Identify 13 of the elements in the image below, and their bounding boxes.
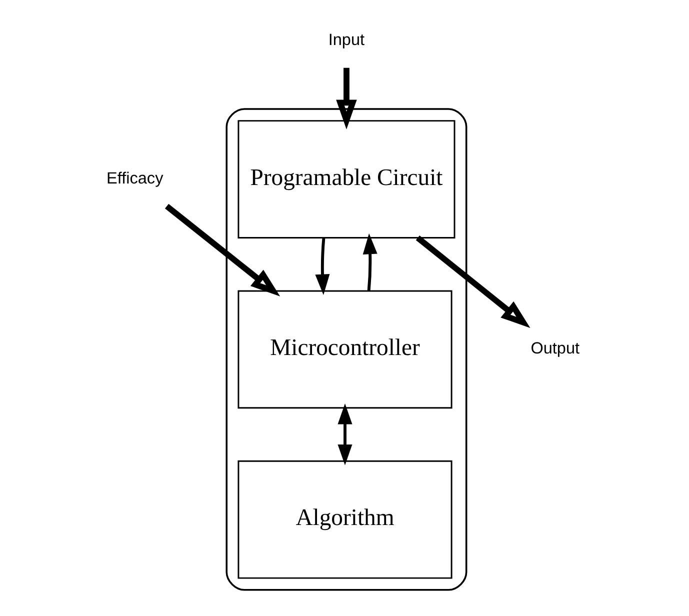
cluster	[225, 108, 467, 591]
arrow	[362, 233, 377, 291]
node-text: Output	[530, 340, 580, 358]
arrow	[415, 236, 530, 328]
arrow	[164, 204, 280, 296]
node-box: Microcontroller	[237, 290, 452, 409]
node-box: Algorithm	[237, 460, 452, 579]
node-text: Input	[328, 31, 364, 50]
arrow	[337, 404, 352, 466]
node-text: Efficacy	[106, 169, 163, 188]
node-box: Programable Circuit	[237, 120, 455, 238]
arrow	[314, 238, 330, 296]
arrow	[336, 68, 356, 130]
